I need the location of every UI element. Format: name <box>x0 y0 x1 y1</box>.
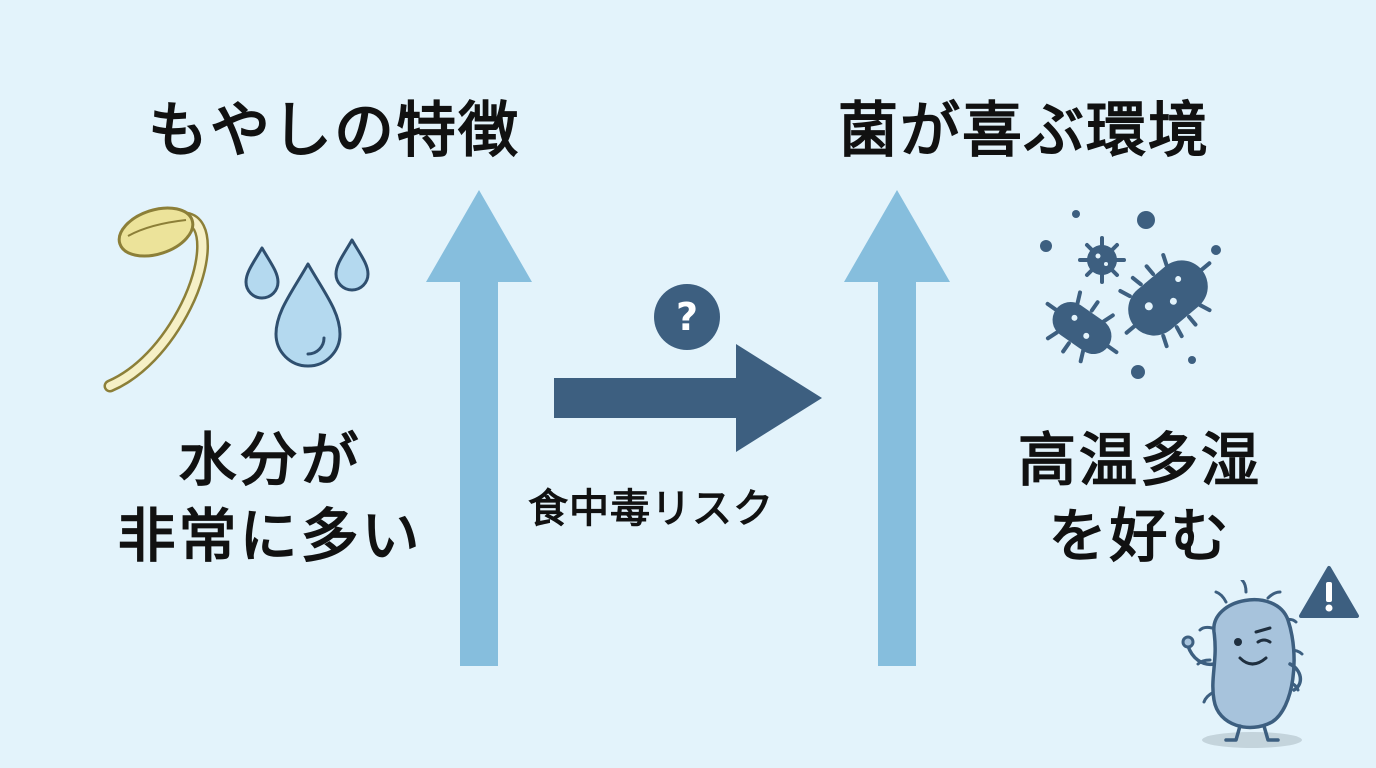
mung-features-title: もやしの特徴 <box>148 96 520 166</box>
bean-sprout-icon <box>103 206 209 393</box>
humidity-text: 高温多湿 を好む <box>990 422 1290 574</box>
bacteria-character-icon <box>1181 580 1304 748</box>
water-content-line-1: 水分が <box>178 426 362 494</box>
humidity-line-1: 高温多湿 <box>1017 426 1262 494</box>
svg-text:?: ? <box>676 295 698 339</box>
water-drops-icon <box>244 238 370 368</box>
right-arrow <box>554 344 822 452</box>
question-mark-icon: ? <box>654 284 720 350</box>
left-up-arrow <box>426 190 532 666</box>
bacteria-environment-title: 菌が喜ぶ環境 <box>838 96 1210 166</box>
right-up-arrow <box>844 190 950 666</box>
water-content-line-2: 非常に多い <box>117 502 423 570</box>
humidity-line-2: を好む <box>1048 502 1232 570</box>
bacteria-icon <box>1040 210 1221 379</box>
food-poisoning-risk-label: 食中毒リスク <box>528 486 774 532</box>
water-content-text: 水分が 非常に多い <box>90 422 450 574</box>
warning-triangle-icon <box>1299 566 1359 618</box>
